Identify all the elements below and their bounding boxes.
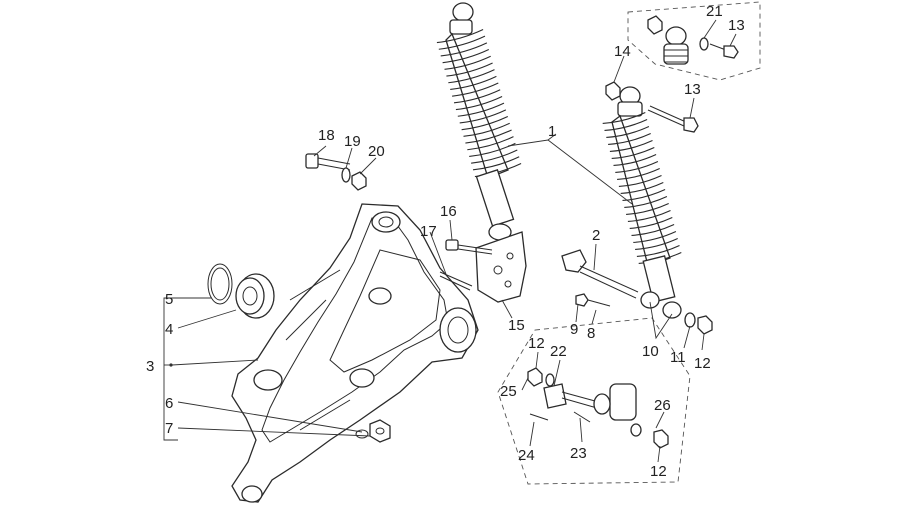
callout-20: 20 [368,143,385,160]
callout-25: 25 [500,383,517,400]
spring-coil [620,182,664,195]
spring-coil [635,238,678,251]
spring-coil [617,168,660,181]
callout-15: 15 [508,317,525,334]
callout-labels: 1 2 3 4 5 6 7 8 9 10 11 12 12 12 13 13 1… [146,3,745,480]
callout-1: 1 [548,123,556,140]
callout-13-top: 13 [728,17,745,34]
callout-11: 11 [670,349,686,366]
shock-absorber-right [602,86,682,319]
spring-coil [472,156,520,171]
swing-arm [231,203,479,503]
bolt-13 [647,105,699,133]
spring-coil [624,196,668,209]
spring-coil [440,42,488,57]
spring-coil [453,89,501,104]
spring-coil [452,82,499,97]
detail-box-top-right [627,1,761,81]
callout-26: 26 [654,397,671,414]
spring-coil [446,62,493,77]
nut-14 [605,81,621,101]
callout-6: 6 [165,395,173,412]
spring-coil [608,133,651,146]
shock-bracket-2 [561,249,639,307]
bearing [235,273,275,319]
callout-22: 22 [550,343,567,360]
spring-coil [471,149,518,164]
spring-coil [448,69,495,84]
callout-18: 18 [318,127,335,144]
spring-coil [613,154,657,167]
spring-coil [455,95,503,111]
callout-16: 16 [440,203,457,220]
mounting-bracket [475,231,527,303]
bolt-17 [439,271,473,291]
washer-19 [341,167,351,183]
callout-12-detail-top: 12 [528,335,545,352]
spring-coil [457,102,505,117]
callout-14: 14 [614,43,631,60]
spring-coil [615,161,659,174]
spring-coil [636,245,680,258]
swing-arm-nut [355,419,391,443]
bolt-18 [305,153,351,171]
callout-17: 17 [420,223,437,240]
spring-coil [602,112,646,125]
callout-12-right: 12 [694,355,711,372]
callout-7: 7 [165,420,173,437]
shock-absorber-left [436,2,522,241]
upper-mount-detail [647,15,739,65]
spring-coil [467,136,514,151]
callout-3: 3 [146,358,154,375]
callout-4: 4 [165,321,173,338]
spring-coil [461,116,509,131]
spring-coil [606,126,650,139]
spring-coil [631,224,675,237]
spring-coil [604,119,648,132]
spring-coil [450,75,497,90]
nut-12-right [697,315,713,335]
washer-11 [684,312,696,328]
spring-coil [465,129,512,144]
callout-24: 24 [518,447,535,464]
spring-coil [611,147,655,160]
detail-box-bottom [497,317,691,485]
spring-coil [618,175,662,188]
callout-5: 5 [165,291,173,308]
callout-21: 21 [706,3,723,20]
spring-coil [626,203,669,216]
leader-lines [163,19,737,463]
callout-9: 9 [570,321,578,338]
spring-coil [627,210,671,223]
callout-10: 10 [642,343,659,360]
circlip [207,263,233,305]
spring-coil [438,35,486,50]
spring-coil [459,109,507,124]
callout-12-detail-bottom: 12 [650,463,667,480]
spring-coil [629,217,673,230]
spring-coil [463,122,510,137]
callout-23: 23 [570,445,587,462]
callout-13-mid: 13 [684,81,701,98]
spring-coil [633,231,677,244]
nut-20 [351,171,367,191]
callout-8: 8 [587,325,595,342]
spring-coil [442,49,490,64]
lower-mount-detail [527,367,669,449]
callout-2: 2 [592,227,600,244]
callout-19: 19 [344,133,361,150]
spring-coil [444,55,491,70]
spring-coil [609,140,653,153]
spring-coil [436,28,484,44]
